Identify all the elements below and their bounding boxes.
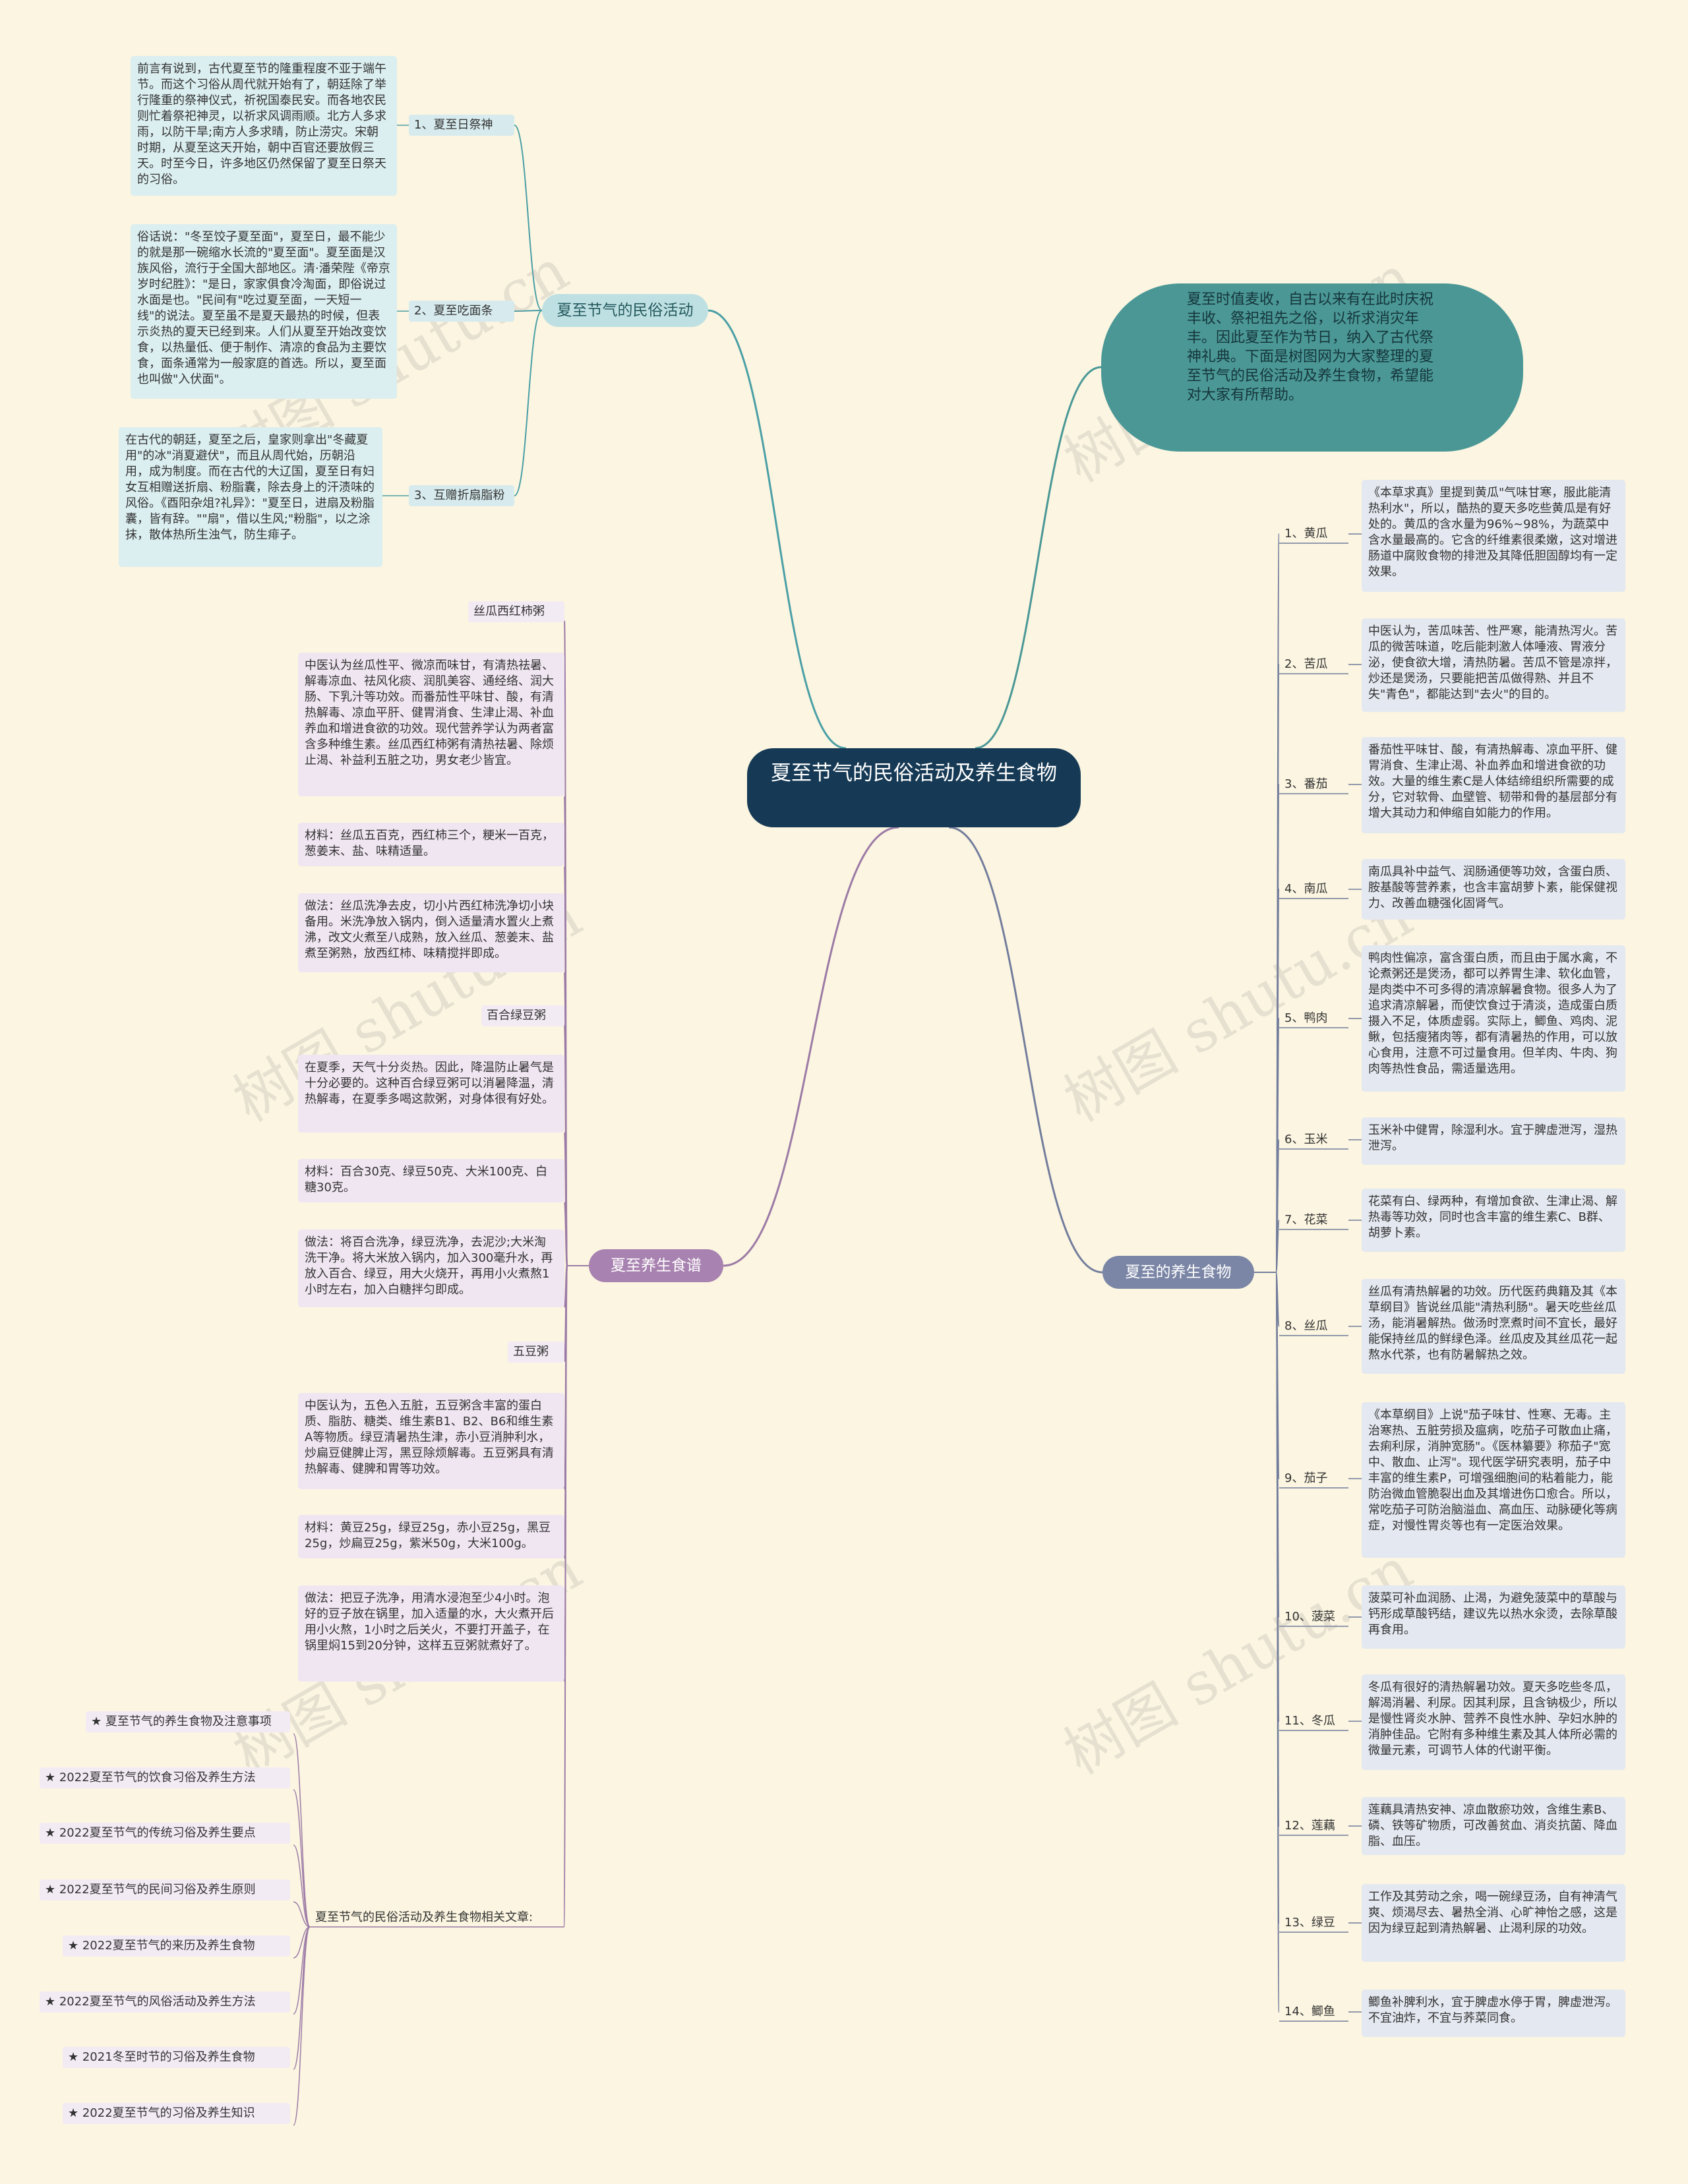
connector-line [1275,1220,1280,1273]
food-item-label[interactable]: 13、绿豆 [1284,1916,1335,1930]
recipe-text[interactable]: 做法：丝瓜洗净去皮，切小片西红柿洗净切小块备用。米洗净放入锅内，倒入适量清水置火… [298,893,564,972]
connector-line [708,309,847,750]
food-item-label[interactable]: 9、茄子 [1284,1471,1328,1485]
connector-line [723,826,899,1267]
related-article-link[interactable]: ★ 2022夏至节气的传统习俗及养生要点 [40,1823,290,1844]
connector-line [293,1926,311,2070]
food-item-text[interactable]: 工作及其劳动之余，喝一碗绿豆汤，自有神清气爽、烦渴尽去、暑热全消、心旷神怡之感，… [1362,1884,1625,1962]
food-item-text[interactable]: 中医认为，苦瓜味苦、性严寒，能清热泻火。苦瓜的微苦味道，吃后能刺激人体唾液、胃液… [1362,618,1625,712]
recipe-text[interactable]: 做法：把豆子洗净，用清水浸泡至少4小时。泡好的豆子放在锅里，加入适量的水，大火煮… [298,1585,564,1682]
recipe-text[interactable]: 材料：黄豆25g，绿豆25g，赤小豆25g，黑豆25g，炒扁豆25g，紫米50g… [298,1515,564,1558]
related-article-link[interactable]: ★ 2022夏至节气的风俗活动及养生方法 [40,1992,290,2013]
connector-line [293,1926,311,2015]
food-item-text[interactable]: 莲藕具清热安神、凉血散瘀功效，含维生素B、磷、铁等矿物质，可改善贫血、消炎抗菌、… [1362,1797,1625,1855]
branch-foods[interactable]: 夏至的养生食物 [1102,1256,1254,1289]
food-item-text[interactable]: 冬瓜有很好的清热解暑功效。夏天多吃些冬瓜，解渴消暑、利尿。因其利尿，且含钠极少，… [1362,1674,1625,1770]
connector-line [293,1901,311,1928]
food-item-text[interactable]: 玉米补中健胃，除湿利水。宜于脾虚泄泻，湿热泄泻。 [1362,1117,1625,1165]
food-item-label[interactable]: 1、黄瓜 [1284,527,1328,541]
related-article-link[interactable]: ★ 2022夏至节气的饮食习俗及养生方法 [40,1767,290,1788]
food-item-text[interactable]: 花菜有白、绿两种，有增加食欲、生津止渴、解热毒等功效，同时也含丰富的维生素C、B… [1362,1189,1625,1252]
recipe-text[interactable]: 中医认为，五色入五脏，五豆粥含丰富的蛋白质、脂肪、糖类、维生素B1、B2、B6和… [298,1393,564,1489]
connector-line [293,1733,311,1928]
custom-item-text[interactable]: 在古代的朝廷，夏至之后，皇家则拿出"冬藏夏用"的冰"消夏避伏"，而且从周代始，历… [119,427,382,567]
recipe-text[interactable]: 在夏季，天气十分炎热。因此，降温防止暑气是十分必要的。这种百合绿豆粥可以消暑降温… [298,1055,564,1133]
related-article-link[interactable]: ★ 2022夏至节气的习俗及养生知识 [63,2103,290,2124]
food-item-label[interactable]: 11、冬瓜 [1284,1714,1335,1728]
food-item-text[interactable]: 番茄性平味甘、酸，有清热解毒、凉血平肝、健胃消食、生津止渴、补血养血和增进食欲的… [1362,737,1625,833]
food-item-text[interactable]: 丝瓜有清热解暑的功效。历代医药典籍及其《本草纲目》皆说丝瓜能"清热利肠"。暑天吃… [1362,1279,1625,1374]
food-item-label[interactable]: 14、鲫鱼 [1284,2005,1335,2019]
food-item-text[interactable]: 《本草纲目》上说"茄子味甘、性寒、无毒。主治寒热、五脏劳损及瘟病，吃茄子可散血止… [1362,1402,1625,1558]
connector-line [563,1265,568,1928]
custom-item-label[interactable]: 2、夏至吃面条 [409,301,514,322]
related-article-link[interactable]: ★ 夏至节气的养生食物及注意事项 [86,1711,290,1732]
connector-line [564,1202,568,1266]
custom-item-label[interactable]: 3、互赠折扇脂粉 [409,485,514,506]
food-item-text[interactable]: 南瓜具补中益气、润肠通便等功效，含蛋白质、胺基酸等营养素，也含丰富胡萝卜素，能保… [1362,859,1625,920]
recipe-text[interactable]: 做法：将百合洗净，绿豆洗净，去泥沙;大米淘洗干净。将大米放入锅内，加入300毫升… [298,1229,564,1307]
connector-line [1275,1272,1280,2013]
custom-item-label[interactable]: 1、夏至日祭神 [409,115,514,136]
related-title[interactable]: 夏至节气的民俗活动及养生食物相关文章: [315,1910,533,1924]
food-item-label[interactable]: 7、花菜 [1284,1213,1328,1227]
food-item-label[interactable]: 4、南瓜 [1284,882,1328,896]
food-item-text[interactable]: 鲫鱼补脾利水，宜于脾虚水停于胃，脾虚泄泻。不宜油炸，不宜与荞菜同食。 [1362,1990,1625,2037]
food-item-label[interactable]: 10、菠菜 [1284,1610,1335,1624]
food-item-label[interactable]: 6、玉米 [1284,1133,1328,1146]
recipe-text[interactable]: 材料：丝瓜五百克，西红柿三个，粳米一百克，葱姜末、盐、味精适量。 [298,823,564,866]
food-item-label[interactable]: 3、番茄 [1284,777,1328,791]
recipe-text[interactable]: 中医认为丝瓜性平、微凉而味甘，有清热祛暑、解毒凉血、祛风化痰、润肌美容、通经络、… [298,653,564,796]
branch-customs[interactable]: 夏至节气的民俗活动 [542,294,708,327]
food-item-text[interactable]: 鸭肉性偏凉，富含蛋白质，而且由于属水禽，不论煮粥还是煲汤，都可以养胃生津、软化血… [1362,945,1625,1092]
related-article-link[interactable]: ★ 2022夏至节气的民间习俗及养生原则 [40,1879,290,1901]
recipe-text[interactable]: 材料：百合30克、绿豆50克、大米100克、白糖30克。 [298,1159,564,1202]
related-article-link[interactable]: ★ 2022夏至节气的来历及养生食物 [63,1935,290,1957]
related-article-link[interactable]: ★ 2021冬至时节的习俗及养生食物 [63,2047,290,2068]
food-item-text[interactable]: 菠菜可补血润肠、止渴，为避免菠菜中的草酸与钙形成草酸钙结，建议先以热水汆烫，去除… [1362,1585,1625,1649]
recipe-title[interactable]: 丝瓜西红柿粥 [468,601,564,622]
connector-line [293,1926,311,1959]
food-item-text[interactable]: 《本草求真》里提到黄瓜"气味甘寒，服此能清热利水"，所以，酷热的夏天多吃些黄瓜是… [1362,480,1625,592]
connector-line [975,366,1102,750]
connector-line [293,1926,311,2126]
connector-line [514,310,543,312]
recipe-title[interactable]: 五豆粥 [508,1342,564,1363]
recipe-title[interactable]: 百合绿豆粥 [481,1005,564,1026]
connector-line [514,310,543,496]
connector-line [293,1845,311,1928]
intro-node[interactable]: 夏至时值麦收，自古以来有在此时庆祝丰收、祭祀祖先之俗，以祈求消灾年丰。因此夏至作… [1101,283,1523,452]
custom-item-text[interactable]: 前言有说到，古代夏至节的隆重程度不亚于端午节。而这个习俗从周代就开始有了，朝廷除… [131,56,397,196]
root-node[interactable]: 夏至节气的民俗活动及养生食物 [747,748,1081,827]
food-item-label[interactable]: 2、苦瓜 [1284,657,1328,671]
connector-line [514,125,543,311]
custom-item-text[interactable]: 俗话说："冬至饺子夏至面"，夏至日，最不能少的就是那一碗缩水长流的"夏至面"。夏… [131,224,397,399]
food-item-label[interactable]: 8、丝瓜 [1284,1319,1328,1333]
connector-line [948,826,1103,1274]
food-item-label[interactable]: 5、鸭肉 [1284,1011,1328,1025]
food-item-label[interactable]: 12、莲藕 [1284,1819,1335,1833]
branch-recipes[interactable]: 夏至养生食谱 [589,1249,723,1282]
connector-line [293,1789,311,1928]
